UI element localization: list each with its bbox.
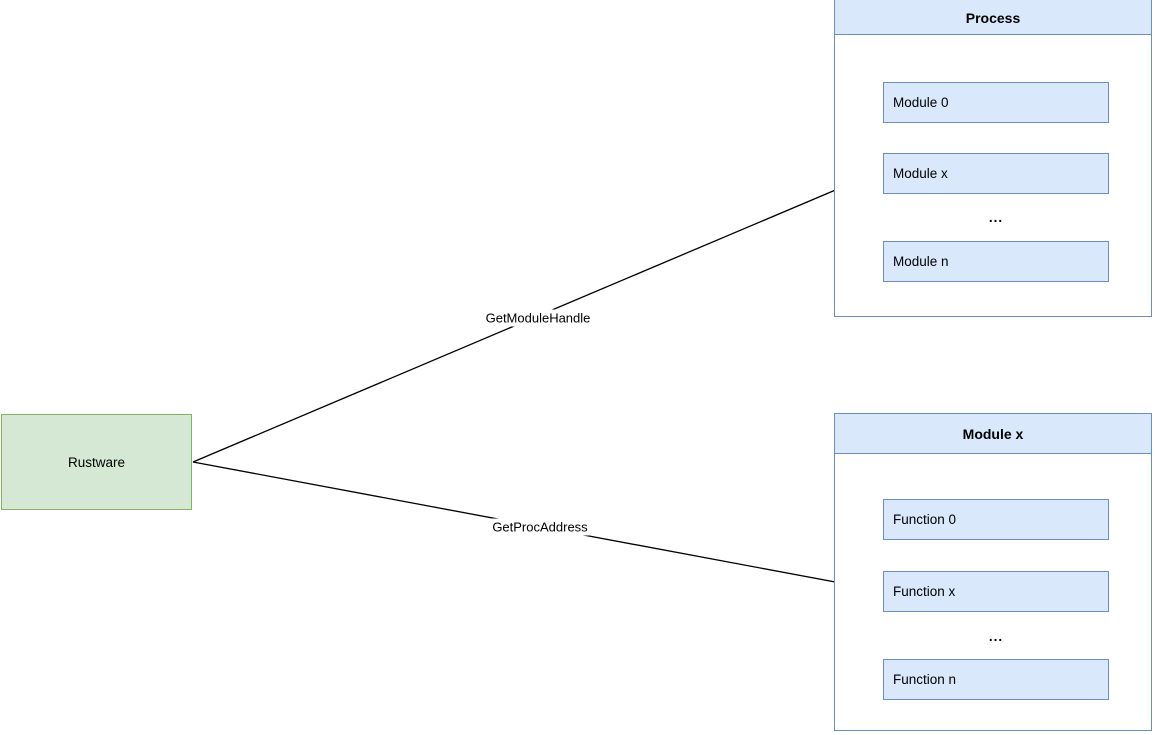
container-module-x-title: Module x	[835, 414, 1151, 454]
container-module-x[interactable]: Module x Function 0 Function x ... Funct…	[834, 413, 1152, 731]
edge-label-getmodulehandle: GetModuleHandle	[481, 309, 595, 327]
node-rustware-label: Rustware	[67, 454, 126, 470]
container-process[interactable]: Process Module 0 Module x ... Module n	[834, 0, 1152, 317]
edge-label-getprocaddress: GetProcAddress	[488, 518, 592, 536]
functions-ellipsis: ...	[988, 628, 1004, 644]
item-module-0-label: Module 0	[893, 95, 949, 110]
item-function-x-label: Function x	[893, 584, 956, 599]
container-process-title: Process	[835, 0, 1151, 35]
item-function-n[interactable]: Function n	[883, 659, 1109, 700]
item-function-x[interactable]: Function x	[883, 571, 1109, 612]
item-function-0-label: Function 0	[893, 512, 957, 527]
item-module-x[interactable]: Module x	[883, 153, 1109, 194]
item-function-n-label: Function n	[893, 672, 957, 687]
item-module-n[interactable]: Module n	[883, 241, 1109, 282]
modules-ellipsis: ...	[988, 209, 1004, 225]
item-function-0[interactable]: Function 0	[883, 499, 1109, 540]
node-rustware[interactable]: Rustware	[1, 414, 192, 510]
item-module-x-label: Module x	[893, 166, 948, 181]
item-module-n-label: Module n	[893, 254, 949, 269]
item-module-0[interactable]: Module 0	[883, 82, 1109, 123]
